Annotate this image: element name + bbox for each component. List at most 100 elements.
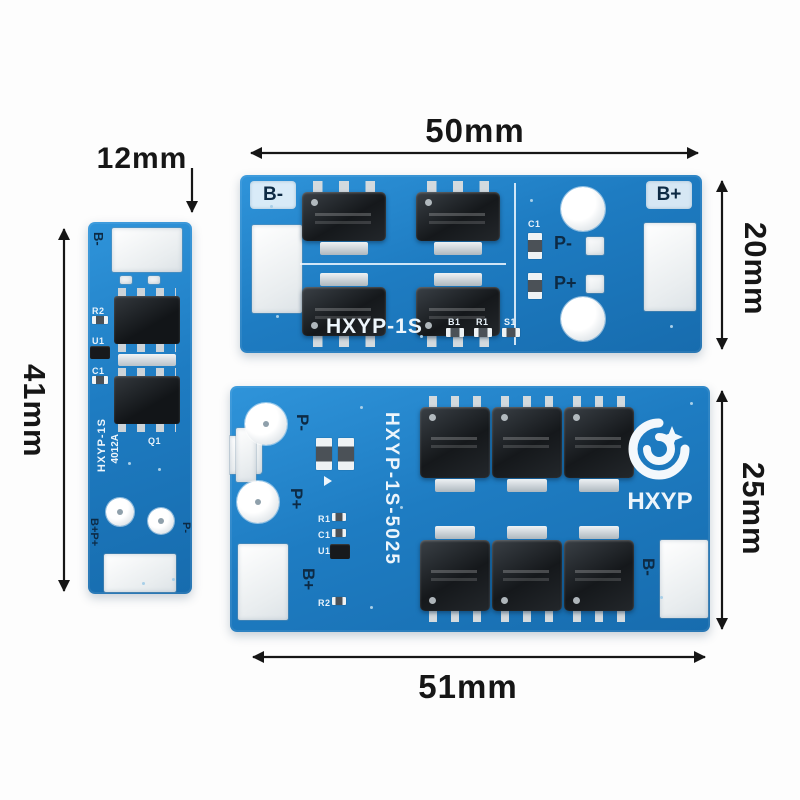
p-plus-label: P+: [287, 488, 306, 510]
solder-pad: [120, 276, 132, 284]
smd-component: [502, 328, 520, 337]
mosfet-legs: [426, 335, 490, 347]
smd-component: [474, 328, 492, 337]
mosfet-tab: [507, 526, 547, 539]
mosfet-legs: [501, 610, 553, 622]
via-dots: [360, 406, 363, 409]
chip-body: [114, 376, 180, 424]
mosfet-dot: [429, 414, 436, 421]
mosfet-tab: [434, 242, 482, 255]
via-dots: [270, 205, 273, 208]
smd-component: [528, 273, 542, 299]
ref-label-q1: Q1: [148, 436, 162, 446]
mosfet: [492, 396, 562, 492]
mosfet-legs: [429, 610, 481, 622]
mounting-hole: [148, 508, 174, 534]
solder-pad: [586, 275, 604, 293]
dim-label-25mm: 25mm: [736, 462, 771, 556]
mounting-hole: [561, 297, 605, 341]
b-plus-label: B+: [299, 568, 318, 591]
solder-pad: [112, 228, 182, 272]
solder-pad: [644, 223, 696, 311]
mosfet-legs: [426, 181, 490, 193]
smd-component: [316, 438, 332, 470]
via-dots: [128, 462, 131, 465]
model-silkscreen: HXYP-1S: [326, 315, 423, 338]
ref-label-c1: C1: [318, 530, 331, 540]
smd-component: [446, 328, 464, 337]
mosfet-legs: [312, 181, 376, 193]
mounting-hole: [245, 403, 287, 445]
mosfet-legs: [573, 610, 625, 622]
dim-label-50mm: 50mm: [425, 112, 525, 149]
mosfet: [416, 273, 500, 347]
solder-strip: [118, 354, 176, 366]
p-minus-label: P-: [554, 233, 572, 253]
solder-pad: [660, 540, 708, 618]
solder-pad: [238, 544, 288, 620]
code-silkscreen: 4012A: [110, 434, 121, 464]
smd-component: [338, 438, 354, 470]
ref-label-r1: R1: [476, 317, 489, 327]
mounting-hole: [561, 187, 605, 231]
mosfet-tab: [435, 479, 475, 492]
mosfet: [420, 526, 490, 622]
ic-chip: [90, 346, 110, 359]
diode-marking-icon: [324, 476, 332, 486]
dim-label-20mm: 20mm: [738, 222, 773, 316]
ref-label-u1: U1: [92, 336, 105, 346]
mosfet-tab: [507, 479, 547, 492]
mosfet-legs: [501, 396, 553, 408]
solder-pad: [148, 276, 160, 284]
solder-pad: [104, 554, 176, 592]
b-minus-label: B-: [639, 558, 658, 576]
mosfet-dot: [573, 597, 580, 604]
ref-label-r1: R1: [318, 514, 331, 524]
chip-body: [114, 296, 180, 344]
solder-pad: [586, 237, 604, 255]
mosfet-dot: [501, 597, 508, 604]
dim-label-51mm: 51mm: [418, 668, 518, 705]
smd-component: [92, 376, 108, 384]
smd-component: [92, 316, 108, 324]
mosfet-legs: [312, 335, 376, 347]
mosfet: [416, 181, 500, 255]
mosfet-legs: [429, 396, 481, 408]
chip-pins: [117, 288, 177, 296]
pcb-board-51x25: P- P+ HXYP-1S-5025: [230, 386, 710, 632]
solder-pad: [252, 225, 302, 313]
mosfet: [564, 526, 634, 622]
mosfet: [420, 396, 490, 492]
mounting-hole: [106, 498, 134, 526]
chip-pins: [117, 344, 177, 352]
hxyp-logo-icon: [626, 416, 692, 482]
ref-label-r2: R2: [318, 598, 331, 608]
mounting-hole: [237, 481, 279, 523]
mosfet-tab: [435, 526, 475, 539]
mosfet-dot: [311, 322, 318, 329]
ref-label-s1: S1: [504, 317, 517, 327]
mosfet-soic8: [112, 368, 182, 432]
smd-component: [528, 233, 542, 259]
mosfet-dot: [311, 199, 318, 206]
mosfet: [492, 526, 562, 622]
chip-pins: [117, 368, 177, 376]
ref-label-c1: C1: [528, 219, 541, 229]
smd-component: [332, 513, 346, 521]
p-minus-label: P-: [180, 522, 192, 533]
mosfet-dot: [501, 414, 508, 421]
mosfet: [564, 396, 634, 492]
p-minus-label: P-: [293, 414, 312, 431]
mosfet-tab: [579, 479, 619, 492]
ic-chip: [330, 544, 350, 559]
pcb-board-small: B- R2 U1 C1 Q1 HXYP-1S 4012A B+P+ P-: [88, 222, 192, 594]
b-minus-label: B-: [250, 181, 296, 209]
b-plus-label: B+: [646, 181, 692, 209]
mosfet-dot: [573, 414, 580, 421]
mosfet-soic8: [112, 288, 182, 352]
smd-component: [332, 529, 346, 537]
mosfet-legs: [573, 396, 625, 408]
solder-pad: [236, 428, 256, 482]
pcb-board-50x20: B- C1 P- P+ B+ HXYP-1S B1: [240, 175, 702, 353]
